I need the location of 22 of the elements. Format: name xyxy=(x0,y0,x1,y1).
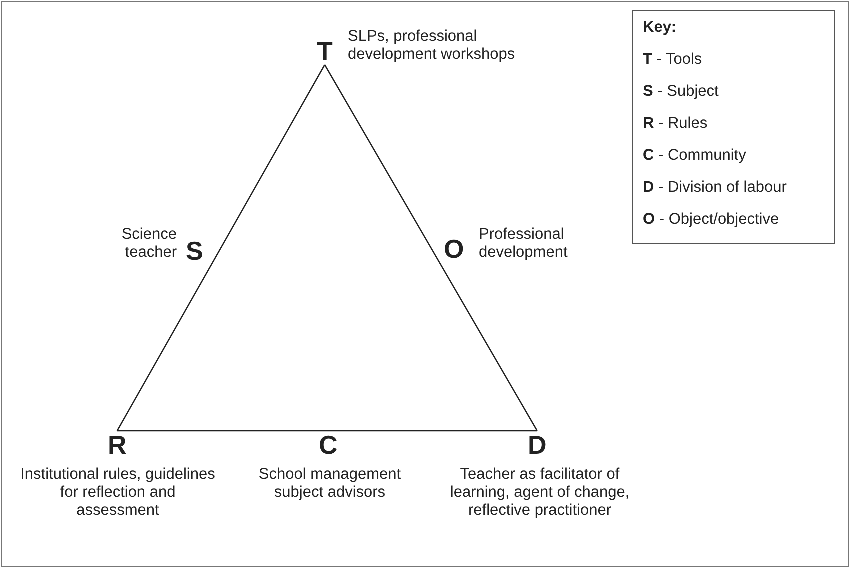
description-text: Professional development xyxy=(479,226,569,262)
triangle-side xyxy=(117,430,538,432)
key-entry: S - Subject xyxy=(643,83,719,101)
key-entry: R - Rules xyxy=(643,115,708,133)
description-text: SLPs, professional development workshops xyxy=(348,28,516,64)
vertex-letter: R xyxy=(107,432,128,458)
vertex-letter: D xyxy=(527,432,548,458)
key-entry: O - Object/objective xyxy=(643,211,780,229)
vertex-letter: T xyxy=(316,38,334,64)
key-entry: T - Tools xyxy=(643,51,702,69)
vertex-letter: C xyxy=(318,432,339,458)
key-entry: D - Division of labour xyxy=(643,179,787,197)
description-text: Institutional rules, guidelines for reflection and assessment xyxy=(20,466,216,520)
description-text: School management subject advisors xyxy=(258,466,402,502)
description-text: Teacher as facilitator of learning, agent of change, reflective practitioner xyxy=(449,466,631,520)
triangle-side xyxy=(324,64,538,432)
vertex-letter: O xyxy=(443,236,466,262)
key-heading: Key: xyxy=(643,19,677,37)
triangle-side xyxy=(116,64,326,432)
vertex-letter: S xyxy=(185,238,204,264)
description-text: Science teacher xyxy=(120,226,177,262)
key-entry: C - Community xyxy=(643,147,746,165)
